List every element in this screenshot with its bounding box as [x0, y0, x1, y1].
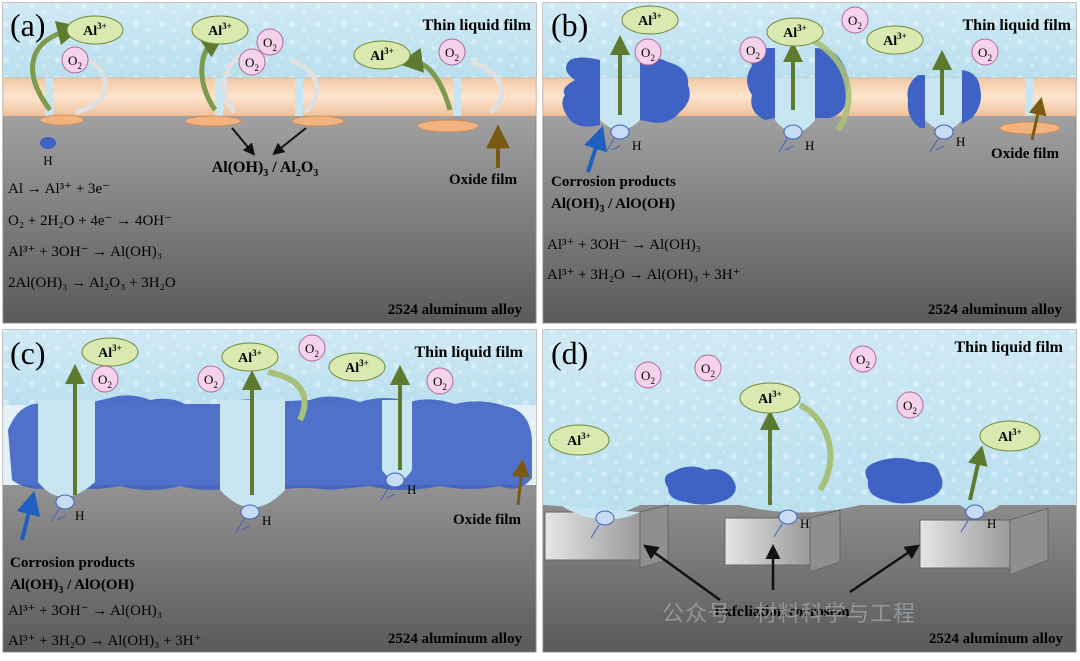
o2-molecule: O2	[438, 38, 466, 66]
corrosion-products-title: Corrosion products	[10, 555, 135, 571]
exfoliation-label: Exfoliation corrosion	[714, 604, 850, 620]
equation: Al³⁺ + 3OH⁻ → Al(OH)₃	[547, 237, 701, 253]
panel-label: (b)	[551, 7, 588, 43]
panel-d: Al3+ Al3+ Al3+ O2 O2 O2 O2 H H Ex	[542, 329, 1077, 653]
panel-a: Al3+ Al3+ Al3+ O2 O2 O2 O2 H	[2, 2, 537, 324]
equations: Al → Al³⁺ + 3e⁻ O₂ + 2H₂O + 4e⁻ → 4OH⁻ A…	[8, 181, 176, 291]
alloy-label: 2524 aluminum alloy	[929, 631, 1064, 647]
film-label: Thin liquid film	[963, 17, 1072, 34]
equation: 2Al(OH)₃ → Al₂O₃ + 3H₂O	[8, 275, 176, 291]
hydrogen-bubble: H	[380, 472, 416, 501]
hydrogen-bubble: H	[929, 124, 965, 153]
panel-label: (a)	[10, 7, 46, 43]
o2-molecule: O2	[61, 46, 89, 74]
hydrogen-bubble: H	[235, 504, 271, 533]
film-label: Thin liquid film	[415, 344, 524, 361]
al-ion: Al3+	[66, 15, 124, 45]
panel-label: (d)	[551, 335, 588, 371]
oxide-film-label: Oxide film	[449, 172, 517, 188]
svg-text:H: H	[987, 516, 996, 531]
svg-text:H: H	[262, 513, 271, 528]
equation: Al³⁺ + 3OH⁻ → Al(OH)₃	[8, 603, 162, 619]
svg-text:O2: O2	[445, 45, 459, 63]
o2-molecule: O2	[256, 28, 284, 56]
hydrogen-bubble: H	[605, 124, 641, 153]
oxide-film-label: Oxide film	[453, 512, 521, 528]
hydrogen-bubble	[590, 510, 615, 539]
svg-text:H: H	[800, 516, 809, 531]
alloy-label: 2524 aluminum alloy	[388, 631, 523, 647]
product-label: Al(OH)3 / Al2O3	[212, 159, 319, 179]
al-ion: Al3+	[353, 40, 411, 70]
svg-text:O2: O2	[263, 35, 277, 53]
film-label: Thin liquid film	[955, 339, 1064, 356]
svg-text:H: H	[632, 138, 641, 153]
equation: Al³⁺ + 3H₂O → Al(OH)₃ + 3H⁺	[8, 633, 202, 649]
hydrogen-bubble: H	[778, 124, 814, 153]
alloy-label: 2524 aluminum alloy	[928, 302, 1063, 318]
film-label: Thin liquid film	[423, 17, 532, 34]
svg-text:H: H	[407, 482, 416, 497]
corrosion-products-title: Corrosion products	[551, 174, 676, 190]
panel-label: (c)	[10, 335, 46, 371]
o2-molecule: O2	[238, 48, 266, 76]
svg-text:O2: O2	[245, 55, 259, 73]
alloy-label: 2524 aluminum alloy	[388, 302, 523, 318]
equation: O₂ + 2H₂O + 4e⁻ → 4OH⁻	[8, 213, 172, 229]
panel-b: Al3+ Al3+ Al3+ O2 O2 O2 O2 H H H	[542, 2, 1077, 324]
corrosion-products-formula: Al(OH)3 / AlO(OH)	[551, 196, 675, 215]
svg-text:H: H	[75, 508, 84, 523]
equation: Al³⁺ + 3H₂O → Al(OH)₃ + 3H⁺	[547, 267, 741, 283]
equation: Al³⁺ + 3OH⁻ → Al(OH)₃	[8, 244, 162, 260]
hydrogen-atom	[40, 137, 56, 149]
oxide-film-label: Oxide film	[991, 146, 1059, 162]
panel-c: Al3+ Al3+ Al3+ O2 O2 O2 O2 H H H	[2, 329, 537, 653]
watermark: 公众号 · 材料科学与工程	[662, 602, 916, 627]
hydrogen-bubble: H	[960, 504, 996, 533]
hydrogen-bubble: H	[773, 509, 809, 538]
hydrogen-bubble: H	[50, 494, 84, 523]
hydrogen-label: H	[43, 153, 52, 168]
svg-text:H: H	[805, 138, 814, 153]
equation: Al → Al³⁺ + 3e⁻	[8, 181, 110, 197]
svg-text:Al3+: Al3+	[83, 21, 107, 39]
svg-text:O2: O2	[68, 53, 82, 71]
svg-text:H: H	[956, 134, 965, 149]
al-ion: Al3+	[191, 15, 249, 45]
svg-text:Al3+: Al3+	[208, 21, 232, 39]
corrosion-products-formula: Al(OH)3 / AlO(OH)	[10, 577, 134, 596]
svg-text:Al3+: Al3+	[370, 46, 394, 64]
